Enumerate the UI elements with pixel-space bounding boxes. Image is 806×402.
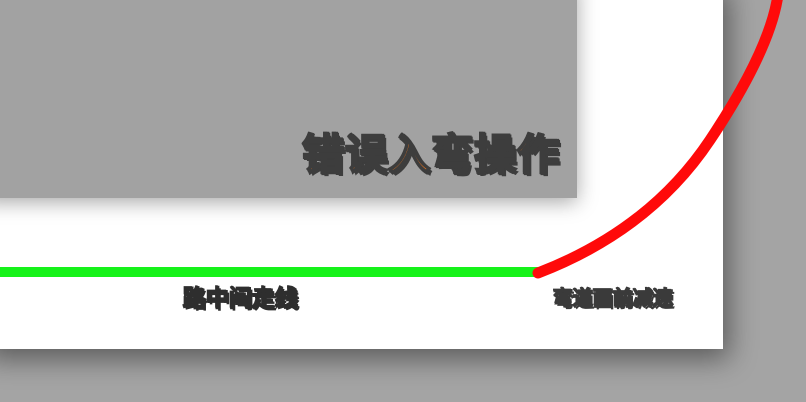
curve-path-line [532, 0, 783, 279]
curve-path-label: 弯道面前减速 [552, 286, 673, 310]
diagram-title: 错误入弯操作 [301, 130, 561, 179]
inner-block-face [0, 0, 577, 198]
straight-path-label: 路中间走线 [182, 286, 298, 312]
